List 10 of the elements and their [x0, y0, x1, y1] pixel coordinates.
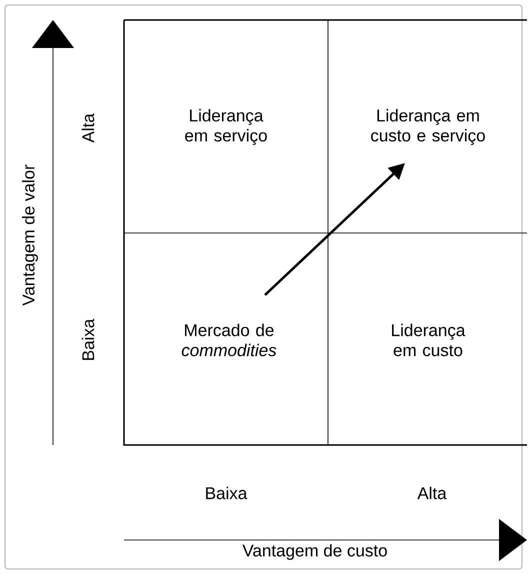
quadrant-label: Liderança em serviço: [185, 109, 267, 145]
quadrant-label: Liderança em custo e serviço: [371, 109, 485, 145]
axis-label: Baixa: [82, 318, 94, 360]
axis-label: Alta: [417, 486, 447, 500]
quadrant-label: Liderança em custo: [392, 324, 466, 356]
axis-label: Alta: [82, 113, 94, 143]
axis-label: Baixa: [206, 486, 248, 500]
quadrant-label: Mercado de commodities: [182, 324, 276, 356]
axis-title: Vantagem de custo: [242, 544, 387, 560]
axis-title: Vantagem de valor: [22, 164, 38, 306]
